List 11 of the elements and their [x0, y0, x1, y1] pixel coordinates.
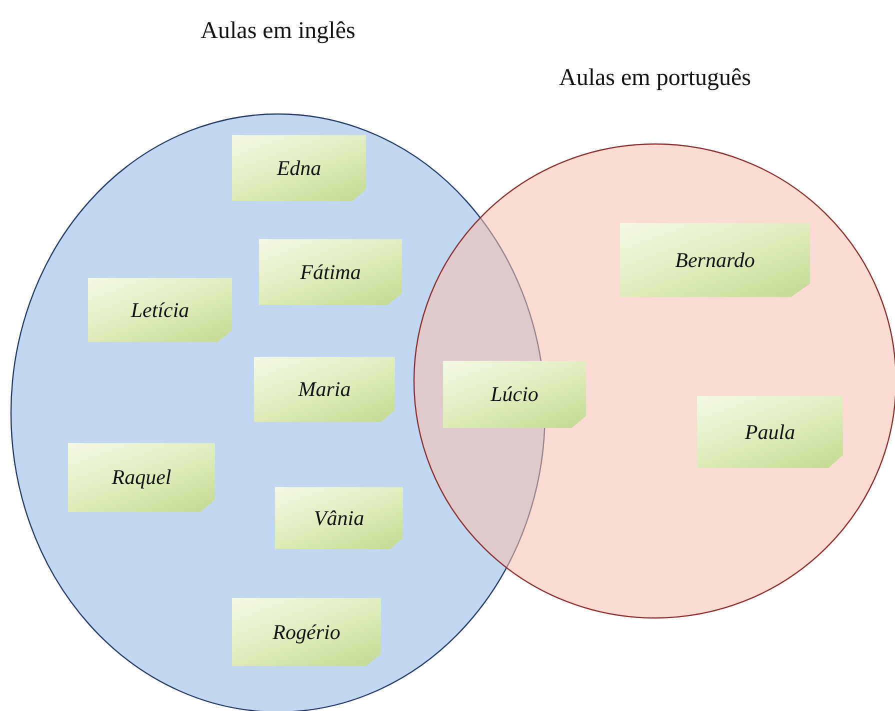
sticky-note: Maria — [254, 357, 395, 422]
sticky-note: Vânia — [275, 487, 403, 549]
sticky-note: Letícia — [88, 278, 232, 342]
sticky-note: Edna — [232, 135, 366, 201]
set-title: Aulas em português — [558, 65, 752, 92]
sticky-note: Raquel — [68, 443, 215, 512]
sticky-note: Fátima — [259, 239, 402, 305]
sticky-note: Rogério — [232, 598, 381, 666]
sticky-note: Bernardo — [620, 223, 810, 297]
sticky-note: Paula — [697, 396, 843, 468]
set-title: Aulas em inglês — [200, 18, 356, 45]
